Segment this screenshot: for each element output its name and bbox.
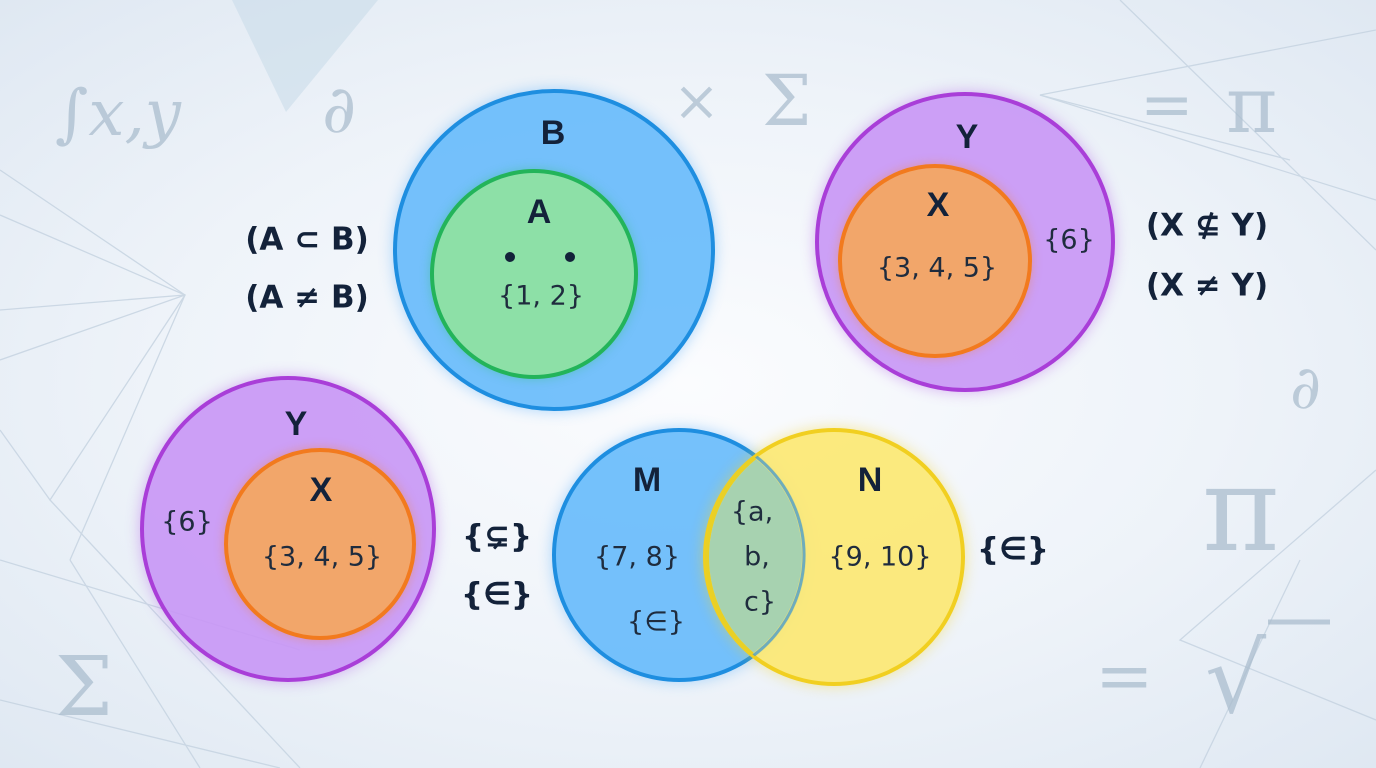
background-triangle [232, 0, 378, 112]
set-m-elements: {7, 8} [594, 541, 680, 573]
partial-symbol-right: ∂ [1290, 353, 1321, 423]
relation-element-of-n: {∈} [977, 531, 1049, 568]
set-y-elements: {6} [161, 506, 213, 538]
intersection-elements-line-2: b, [744, 541, 770, 573]
relation-element-of: {∈} [461, 576, 533, 613]
integral-symbol: ∫x,y [55, 77, 182, 151]
set-a-elements: {1, 2} [498, 280, 584, 312]
set-x-elements: {3, 4, 5} [876, 252, 998, 284]
set-y-label: Y [284, 405, 308, 443]
partial-symbol-top: ∂ [322, 71, 356, 148]
set-n-elements: {9, 10} [828, 541, 932, 573]
intersection-elements-line-1: {a, [730, 496, 774, 528]
intersection-elements-line-3: c} [743, 586, 777, 618]
set-m-symbol: {∈} [627, 606, 685, 638]
relation-x-not-subset-y: (X ⊈ Y) [1145, 207, 1269, 244]
set-x-elements: {3, 4, 5} [261, 541, 383, 573]
set-n-label: N [857, 461, 883, 499]
set-y-label: Y [955, 118, 979, 156]
relation-a-not-equal-b: (A ≠ B) [245, 279, 369, 316]
sigma-symbol-top: Σ [762, 60, 812, 142]
pi-symbol-right: π [1202, 440, 1280, 578]
pi-symbol-top: π [1226, 61, 1277, 151]
set-x-label: X [309, 471, 333, 509]
set-x-circle [224, 448, 416, 640]
relation-x-not-equal-y: (X ≠ Y) [1145, 267, 1269, 304]
set-y-elements: {6} [1043, 224, 1095, 256]
element-dot [505, 252, 515, 262]
times-symbol: × [673, 69, 720, 134]
equals-symbol-bottom: = [1095, 635, 1154, 717]
element-dot [565, 252, 575, 262]
set-m-label: M [632, 461, 662, 499]
set-a-circle [430, 169, 638, 379]
set-x-circle [838, 164, 1032, 358]
set-b-label: B [540, 114, 566, 152]
set-a-label: A [526, 193, 552, 231]
relation-a-subset-b: (A ⊂ B) [245, 221, 369, 258]
relation-proper-subset: {⊊} [461, 518, 533, 555]
sigma-symbol-bottom: Σ [55, 640, 113, 735]
equals-symbol-top: = [1140, 68, 1194, 142]
set-x-label: X [926, 186, 950, 224]
sqrt-symbol: √ [1205, 623, 1267, 735]
